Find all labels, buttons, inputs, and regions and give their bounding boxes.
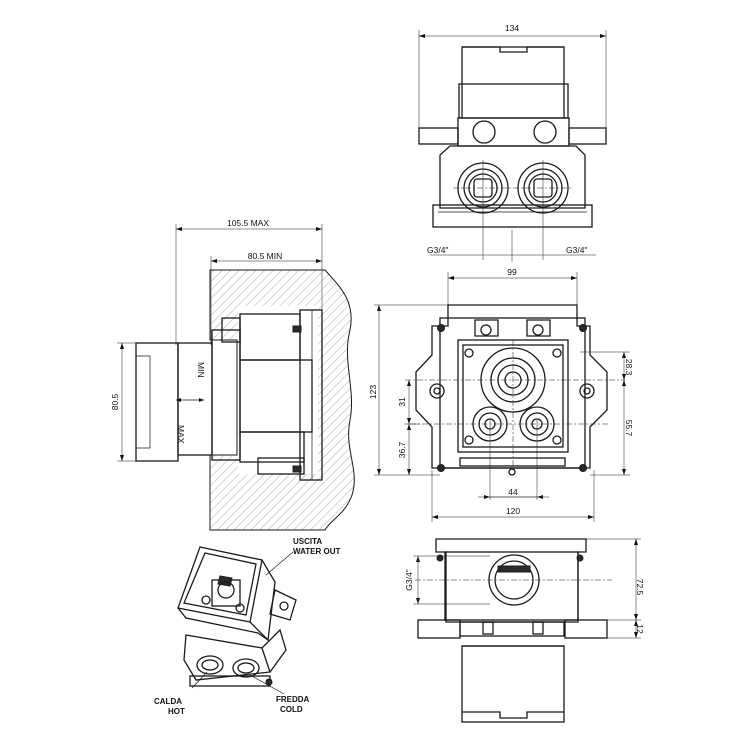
dim-bottom-12: 12 <box>635 624 645 634</box>
dim-thread-right: G3/4" <box>566 245 587 255</box>
dim-front-height: 123 <box>368 385 378 399</box>
dim-front-55-7: 55.7 <box>624 420 634 437</box>
bottom-view: G3/4" 72.5 12 <box>404 538 645 723</box>
dim-thread-left: G3/4" <box>427 245 448 255</box>
label-outlet-it: USCITA <box>293 537 322 546</box>
dim-front-44: 44 <box>508 487 518 497</box>
isometric-view: USCITA WATER OUT CALDA HOT FREDDA COLD <box>154 537 341 716</box>
top-view: 134 G3/4" G3/4" <box>418 23 607 262</box>
dim-front-120: 120 <box>506 506 520 516</box>
label-hot-en: HOT <box>168 707 185 716</box>
label-hot-it: CALDA <box>154 697 182 706</box>
dim-front-28-3: 28.3 <box>624 359 634 376</box>
dim-bottom-72-5: 72.5 <box>635 579 645 596</box>
dim-front-width: 99 <box>507 267 517 277</box>
side-section-view: 105.5 MAX 80.5 MIN MIN MAX 80. <box>110 218 355 531</box>
label-cold-it: FREDDA <box>276 695 310 704</box>
label-min: MIN <box>196 362 206 378</box>
dim-min-depth: 80.5 MIN <box>248 251 283 261</box>
label-max: MAX <box>176 425 186 444</box>
front-view: 99 <box>368 267 634 522</box>
dim-bottom-thread: G3/4" <box>404 569 414 590</box>
dim-side-height: 80.5 <box>110 393 120 410</box>
dim-front-36-7: 36.7 <box>397 441 407 458</box>
label-cold-en: COLD <box>280 705 303 714</box>
dim-front-31: 31 <box>397 397 407 407</box>
dim-top-width: 134 <box>505 23 519 33</box>
dim-max-depth: 105.5 MAX <box>227 218 269 228</box>
label-outlet-en: WATER OUT <box>293 547 341 556</box>
